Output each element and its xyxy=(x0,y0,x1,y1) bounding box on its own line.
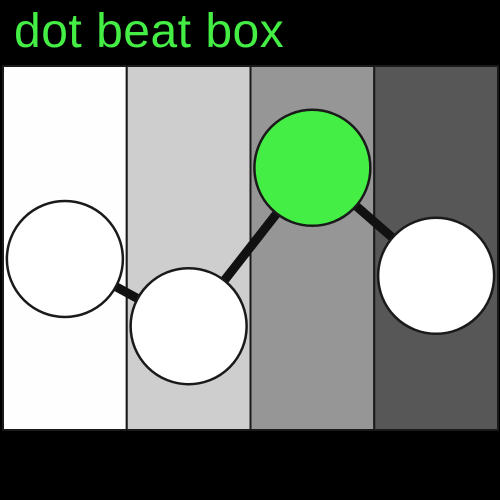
beat-dots xyxy=(5,108,496,386)
beat-dot-1[interactable] xyxy=(5,199,125,319)
beat-dot-2[interactable] xyxy=(129,266,248,386)
beat-dot-4[interactable] xyxy=(376,216,496,336)
beat-dot-3-active[interactable] xyxy=(253,108,372,228)
app-title: dot beat box xyxy=(14,5,285,58)
